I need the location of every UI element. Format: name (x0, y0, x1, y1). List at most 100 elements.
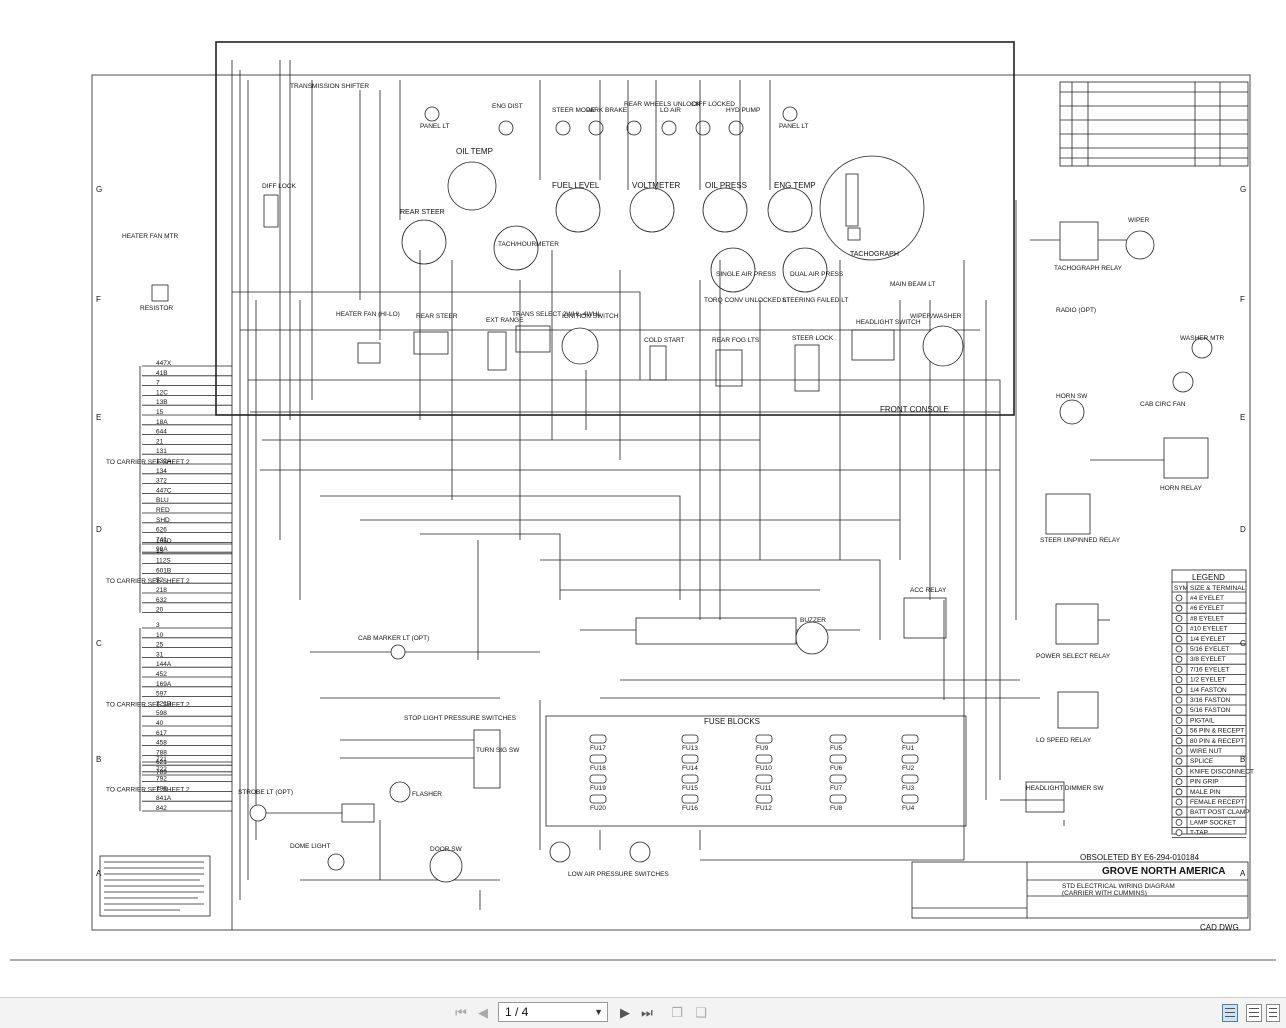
legend-item: T-TAP (1172, 829, 1246, 838)
row-letter: B (96, 755, 101, 764)
svg-text:FUEL LEVEL: FUEL LEVEL (552, 181, 600, 190)
wire-label: 144A (156, 661, 172, 668)
fuse: FU4 (901, 794, 919, 812)
wire-label: 447X (156, 360, 172, 367)
fuse-label: FU17 (590, 745, 606, 752)
components (151, 194, 1213, 883)
fit-page-icon[interactable]: ❐ (671, 1005, 683, 1021)
row-letter: A (1240, 869, 1246, 878)
svg-text:COLD START: COLD START (644, 337, 685, 344)
viewer-toolbar: ⏮ ◀ 1 / 4 ▼ ▶ ⏭ ❐ ❑ (0, 997, 1286, 1028)
wire-label: 41B (156, 370, 168, 377)
fuse: FU6 (829, 754, 847, 772)
fuse: FU1 (901, 734, 919, 752)
fuse: FU2 (901, 754, 919, 772)
wire-label: 12C (156, 389, 168, 396)
legend-item: FEMALE RECEPT (1172, 798, 1246, 808)
prev-page-icon[interactable]: ◀ (478, 1005, 488, 1021)
svg-text:LEGEND: LEGEND (1192, 573, 1225, 582)
svg-text:WIPER/WASHER: WIPER/WASHER (910, 313, 962, 320)
svg-text:REAR WHEELS UNLOCK: REAR WHEELS UNLOCK (624, 101, 701, 108)
two-page-view-icon[interactable] (1266, 1004, 1280, 1022)
wire-label: 15 (156, 409, 164, 416)
gauge-eng-temp: ENG TEMP (767, 181, 816, 233)
legend-item-label: WIRE NUT (1190, 748, 1222, 755)
wire-label: 221B (156, 700, 171, 707)
continuous-view-icon[interactable] (1246, 1004, 1262, 1022)
wire (420, 533, 561, 600)
svg-text:REAR STEER: REAR STEER (400, 209, 445, 216)
wire-label: 789 (156, 769, 167, 776)
wire-label: RED (156, 507, 170, 514)
legend-item-label: KNIFE DISCONNECT (1190, 768, 1254, 775)
fuse: FU17 (589, 734, 607, 752)
legend-item: 5/16 EYELET (1172, 645, 1246, 655)
wire-label: 218 (156, 587, 167, 594)
legend-item: #4 EYELET (1172, 594, 1246, 604)
fuse-label: FU11 (756, 785, 772, 792)
row-letter: G (1240, 185, 1246, 194)
legend-item: 80 PIN & RECEPT (1172, 737, 1246, 747)
svg-text:TACH/HOURMETER: TACH/HOURMETER (498, 241, 559, 248)
page-select[interactable]: 1 / 4 ▼ (498, 1002, 608, 1022)
wire-label: 632 (156, 597, 167, 604)
wire-label: 112S (156, 558, 171, 565)
fuse-label: FU18 (590, 765, 606, 772)
svg-text:SINGLE AIR PRESS: SINGLE AIR PRESS (716, 271, 777, 278)
row-letter: F (1240, 295, 1245, 304)
legend-item: 1/2 EYELET (1172, 676, 1246, 685)
svg-text:GROVE NORTH AMERICA: GROVE NORTH AMERICA (1102, 866, 1226, 877)
svg-text:HORN SW: HORN SW (1056, 393, 1088, 400)
wire (540, 559, 881, 640)
fuse: FU12 (755, 794, 773, 812)
next-page-icon[interactable]: ▶ (620, 1005, 630, 1021)
svg-text:STEER UNPINNED RELAY: STEER UNPINNED RELAY (1040, 537, 1121, 544)
carrier-ref-label: TO CARRIER SEE SHEET 2 (106, 578, 190, 585)
legend-item: 3/16 FASTON (1172, 696, 1246, 706)
fuse-label: FU15 (682, 785, 698, 792)
svg-text:ACC RELAY: ACC RELAY (910, 587, 947, 594)
legend-item-label: SPLICE (1190, 758, 1214, 765)
fuse-label: FU2 (902, 765, 915, 772)
svg-text:FUSE BLOCKS: FUSE BLOCKS (704, 717, 760, 726)
legend-item: 1/4 FASTON (1172, 686, 1246, 696)
front-console-outline (215, 41, 1015, 416)
svg-text:OIL TEMP: OIL TEMP (456, 147, 493, 156)
svg-text:BUZZER: BUZZER (800, 617, 826, 624)
wire-label: 25 (156, 642, 164, 649)
fuse: FU16 (681, 794, 699, 812)
svg-text:EXT RANGE: EXT RANGE (486, 317, 524, 324)
svg-text:ENG DIST: ENG DIST (492, 103, 523, 110)
carrier-wire-group: 3102531144A452169A597221B598406174587886… (106, 622, 232, 776)
carrier-ref-label: TO CARRIER SEE SHEET 2 (106, 701, 190, 708)
svg-text:DUAL AIR PRESS: DUAL AIR PRESS (790, 271, 844, 278)
legend-item-label: 5/16 EYELET (1190, 646, 1229, 653)
wire-label: 21 (156, 438, 164, 445)
fuse: FU13 (681, 734, 699, 752)
fuse-label: FU7 (830, 785, 843, 792)
last-page-icon[interactable]: ⏭ (641, 1005, 653, 1021)
row-letter: E (96, 413, 101, 422)
row-letter: D (96, 525, 102, 534)
legend-item-label: 56 PIN & RECEPT (1190, 728, 1244, 735)
svg-text:LO AIR: LO AIR (660, 107, 681, 114)
wire-label: 131 (156, 448, 167, 455)
wire-label: 7 (156, 380, 160, 387)
legend-item-label: 5/16 FASTON (1190, 707, 1231, 714)
fit-width-icon[interactable]: ❑ (695, 1005, 707, 1021)
gauge-rear-steer: REAR STEER (400, 209, 447, 265)
wire-label: 447C (156, 487, 172, 494)
legend-item: 3/8 EYELET (1172, 655, 1246, 665)
fuse: FU19 (589, 774, 607, 792)
legend-item: #8 EYELET (1172, 615, 1246, 624)
legend-item: SPLICE (1172, 757, 1246, 767)
first-page-icon[interactable]: ⏮ (455, 1005, 467, 1021)
single-page-view-icon[interactable] (1222, 1004, 1238, 1022)
row-letter: A (96, 869, 102, 878)
svg-text:PARK BRAKE: PARK BRAKE (586, 107, 628, 114)
svg-text:TRANS SELECT 2WHL-4WHL: TRANS SELECT 2WHL-4WHL (512, 311, 601, 318)
